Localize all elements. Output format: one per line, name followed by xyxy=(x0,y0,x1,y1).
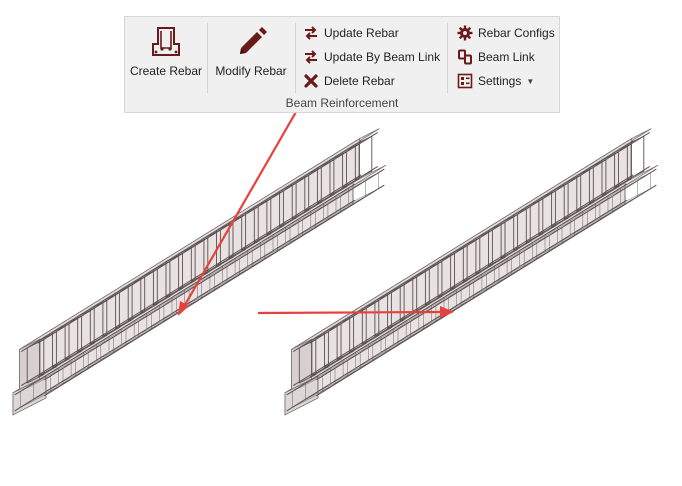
beam-link-button[interactable]: Beam Link xyxy=(457,47,535,67)
update-by-beam-link-label: Update By Beam Link xyxy=(324,50,441,64)
swap-arrows-icon xyxy=(305,26,317,40)
pencil-icon xyxy=(240,27,267,54)
settings-grid-icon xyxy=(457,73,473,89)
beam-model-right[interactable] xyxy=(284,128,659,416)
ribbon-separator xyxy=(295,23,296,93)
delete-rebar-label: Delete Rebar xyxy=(324,74,395,88)
create-rebar-label: Create Rebar xyxy=(129,64,203,78)
delete-x-icon xyxy=(304,74,318,88)
ribbon-group-title: Beam Reinforcement xyxy=(285,96,399,110)
rebar-section-icon xyxy=(152,27,180,56)
rebar-configs-label: Rebar Configs xyxy=(478,26,555,40)
modify-rebar-button[interactable]: Modify Rebar xyxy=(211,21,291,93)
arrowhead-left-beam xyxy=(178,301,189,316)
beam-link-label: Beam Link xyxy=(478,50,535,64)
delete-rebar-button[interactable]: Delete Rebar xyxy=(303,71,395,91)
annotation-arrows xyxy=(178,104,454,318)
arrow-update-rebar-to-beam xyxy=(181,104,301,311)
beam-model-left[interactable] xyxy=(12,128,387,416)
update-rebar-label: Update Rebar xyxy=(324,26,399,40)
modify-rebar-label: Modify Rebar xyxy=(215,64,287,78)
swap-arrows-icon xyxy=(305,50,317,64)
rebar-configs-button[interactable]: Rebar Configs xyxy=(457,23,555,43)
chevron-down-icon: ▼ xyxy=(526,76,535,86)
update-rebar-button[interactable]: Update Rebar xyxy=(303,23,399,43)
link-icon xyxy=(458,49,472,65)
settings-dropdown[interactable]: Settings ▼ xyxy=(457,71,534,91)
arrowhead-right-beam xyxy=(440,306,454,318)
arrow-beam-to-beam xyxy=(257,310,443,315)
ribbon-panel-beam-reinforcement: Create Rebar Modify Rebar Update Rebar U… xyxy=(124,16,560,113)
settings-label: Settings xyxy=(478,74,522,88)
create-rebar-button[interactable]: Create Rebar xyxy=(129,21,203,93)
ribbon-separator xyxy=(447,23,448,93)
update-by-beam-link-button[interactable]: Update By Beam Link xyxy=(303,47,440,67)
gear-icon xyxy=(457,25,473,41)
ribbon-separator xyxy=(207,23,208,93)
